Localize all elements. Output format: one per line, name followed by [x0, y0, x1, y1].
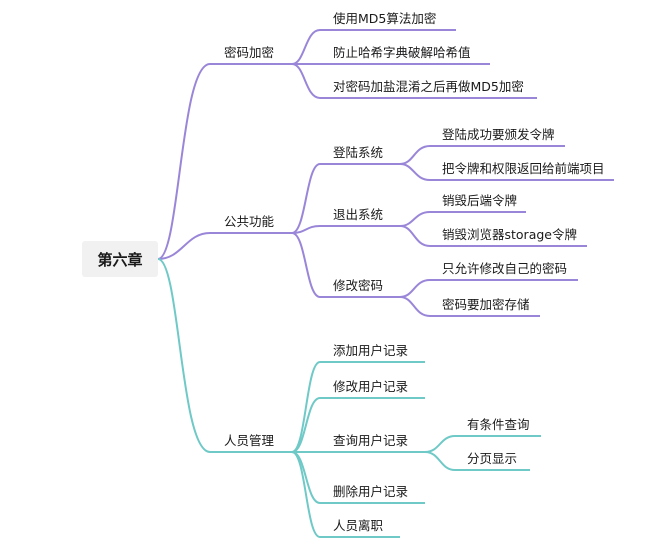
leaf-password-encrypted-storage: 密码要加密存储: [442, 297, 530, 312]
node-staff-resignation: 人员离职: [333, 518, 384, 533]
connector-b1-c0: [291, 163, 321, 234]
node-add-user-record: 添加用户记录: [333, 343, 409, 358]
leaf-destroy-storage-token: 销毁浏览器storage令牌: [442, 227, 577, 242]
connector-b1-c2-l0: [399, 279, 431, 298]
node-md5-encrypt: 使用MD5算法加密: [333, 11, 437, 26]
node-prevent-dictionary-attack: 防止哈希字典破解哈希值: [333, 45, 471, 60]
node-delete-user-record: 删除用户记录: [333, 484, 409, 499]
connector-root-b1: [157, 232, 211, 260]
connector-root-b2: [157, 258, 211, 453]
leaf-paged-display: 分页显示: [467, 451, 518, 466]
connector-b2-c2-l1: [424, 451, 456, 471]
root-node: 第六章: [82, 241, 158, 277]
branch-personnel-management: 人员管理: [224, 433, 275, 448]
leaf-conditional-query: 有条件查询: [467, 417, 530, 432]
node-query-user-record: 查询用户记录: [333, 433, 409, 448]
connector-b1-c1: [291, 225, 321, 234]
connector-b2-c2-l0: [424, 435, 456, 453]
leaf-destroy-backend-token: 销毁后端令牌: [442, 193, 518, 208]
connector-b1-c1-l1: [399, 225, 431, 247]
leaf-return-token-permissions: 把令牌和权限返回给前端项目: [442, 161, 605, 176]
branch-password-encryption: 密码加密: [224, 45, 275, 60]
connector-b1-c0-l1: [399, 163, 431, 181]
connector-b1-c2: [291, 232, 321, 298]
leaf-issue-token: 登陆成功要颁发令牌: [442, 127, 555, 142]
node-edit-user-record: 修改用户记录: [333, 379, 409, 394]
node-salt-then-md5: 对密码加盐混淆之后再做MD5加密: [333, 79, 524, 94]
connector-b2-c1: [291, 397, 321, 453]
connector-b2-c0: [291, 361, 321, 453]
root-label: 第六章: [97, 250, 143, 269]
connector-b1-c0-l0: [399, 145, 431, 165]
connector-root-b0: [157, 63, 211, 260]
node-change-password: 修改密码: [333, 278, 384, 293]
connector-b1-c2-l1: [399, 296, 431, 317]
branch-common-functions: 公共功能: [224, 214, 275, 229]
connector-b1-c1-l0: [399, 211, 431, 227]
connector-b0-c2: [291, 63, 321, 99]
node-login-system: 登陆系统: [333, 145, 384, 160]
node-logout-system: 退出系统: [333, 207, 384, 222]
leaf-only-own-password: 只允许修改自己的密码: [442, 261, 568, 276]
connector-b0-c0: [291, 29, 321, 65]
connector-b2-c4: [291, 451, 321, 538]
